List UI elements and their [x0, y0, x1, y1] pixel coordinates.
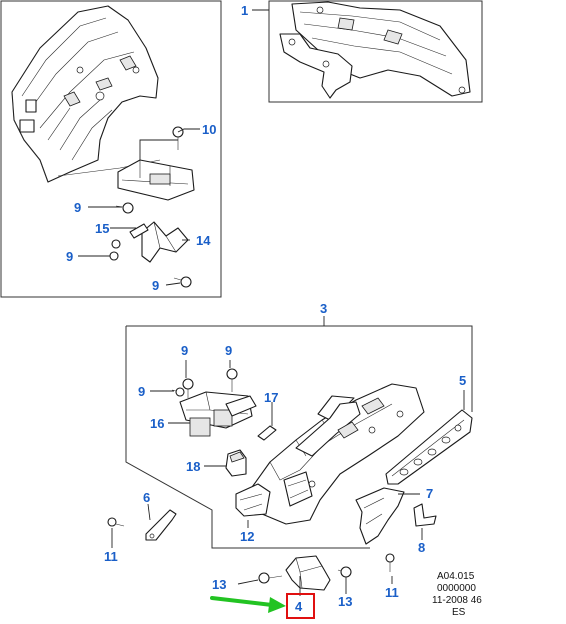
bolt-icon — [171, 368, 238, 398]
callout-1: 1 — [241, 3, 248, 18]
callout-9: 9 — [225, 343, 232, 358]
highlight-box — [286, 593, 315, 619]
callout-11: 11 — [385, 585, 399, 600]
footer-date: 11-2008 46 — [432, 595, 482, 606]
callout-6: 6 — [143, 490, 150, 505]
side-member-illustration — [235, 383, 425, 525]
footer-number: 0000000 — [437, 583, 476, 594]
splash-shield-illustration — [355, 487, 405, 545]
bolt-icon — [258, 553, 395, 584]
reinforcement-bracket-illustration — [285, 555, 331, 591]
leaders-left-inset — [78, 128, 200, 286]
callout-9: 9 — [138, 384, 145, 399]
callout-13: 13 — [212, 577, 226, 592]
callout-14: 14 — [196, 233, 211, 248]
main-assembly-frame — [125, 316, 473, 549]
callout-9: 9 — [152, 278, 159, 293]
small-bracket-illustration — [413, 503, 437, 527]
bracket-illustration — [145, 509, 177, 541]
bump-stop-illustration — [225, 449, 247, 477]
callout-3: 3 — [320, 301, 327, 316]
footer-lang: ES — [452, 607, 466, 618]
engine-mount-illustration — [179, 391, 257, 437]
clip-illustration — [257, 425, 277, 441]
callout-8: 8 — [418, 540, 425, 555]
callout-17: 17 — [264, 390, 278, 405]
bracket-assembly-illustration — [117, 159, 195, 263]
callout-15: 15 — [95, 221, 109, 236]
callout-4: 4 — [295, 599, 303, 614]
callout-10: 10 — [202, 122, 216, 137]
callout-12: 12 — [240, 529, 254, 544]
leaders-main — [111, 360, 465, 596]
callout-9: 9 — [74, 200, 81, 215]
pointer-arrow-icon — [210, 596, 286, 613]
callout-9: 9 — [66, 249, 73, 264]
dash-panel-illustration — [279, 1, 471, 99]
inset-frame-right — [268, 0, 483, 103]
callout-11: 11 — [104, 549, 118, 564]
closing-plate-illustration — [385, 409, 473, 485]
callout-18: 18 — [186, 459, 200, 474]
wheelhouse-panel-illustration — [11, 5, 161, 183]
inset-frame-left — [0, 0, 222, 298]
callout-9: 9 — [181, 343, 188, 358]
callout-7: 7 — [426, 486, 433, 501]
footer-code: A04.015 — [437, 571, 475, 582]
bolt-icon — [107, 517, 125, 527]
callout-5: 5 — [459, 373, 466, 388]
callout-13: 13 — [338, 594, 352, 609]
callout-16: 16 — [150, 416, 164, 431]
